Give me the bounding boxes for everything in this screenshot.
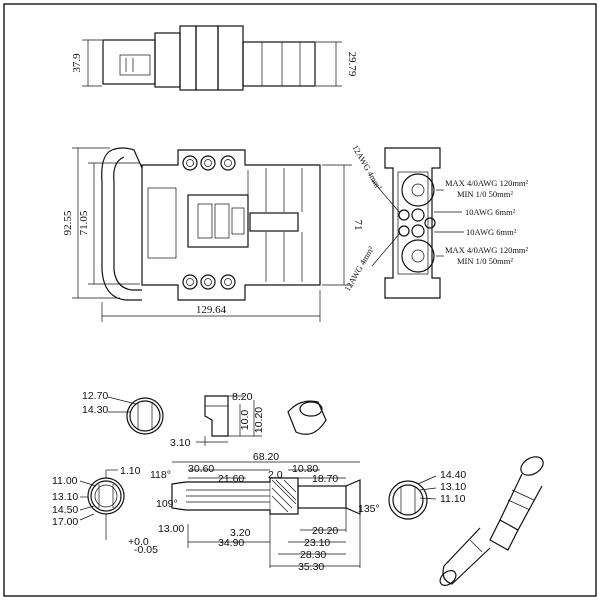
sleeve-detail [287,400,327,435]
dim-71-05: 71.05 [78,210,90,235]
housing-body [141,149,321,301]
dim-29-79: 29.79 [346,52,358,77]
callout-12awg-bottom: 12AWG 4mm² [342,244,376,293]
clip-profile [204,395,229,437]
dim-12-70: 12.70 [82,390,108,402]
dim-3-10: 3.10 [170,437,191,449]
dim-13-10: 13.10 [52,491,78,503]
main-terminal-bottom [401,239,435,273]
dim-135: 135° [358,503,380,515]
dim-11-10: 11.10 [440,493,466,505]
callout-max-bot-2: MIN 1/0 50mm² [457,256,513,266]
pin-section-view [171,461,361,568]
pin-face [87,477,125,515]
callout-12awg-top: 12AWG 4mm² [350,143,384,192]
pin-housing [102,39,156,85]
dim-71: 71 [352,220,364,231]
cable-barrel [242,41,316,87]
handle-grip [101,149,142,301]
dim-20-20: 20.20 [312,525,338,537]
dim-1-10: 1.10 [120,465,141,477]
dim-21-60: 21.60 [218,473,244,485]
dim-35-30: 35.30 [298,561,324,573]
dim-13-10-end: 13.10 [440,481,466,493]
dim-13-00: 13.00 [158,523,184,535]
dim-92-55: 92.55 [62,210,74,235]
pin-front-view [79,469,125,540]
tol-plus: +0.0 [128,536,149,548]
callout-max-bot-1: MAX 4/0AWG 120mm² [445,245,529,255]
dim-28-30: 28.30 [300,549,326,561]
connector-end-view [371,147,464,299]
ring-detail [107,396,164,435]
tol-minus: -0.05 [134,544,158,556]
dim-14-30: 14.30 [82,404,108,416]
dim-11-00: 11.00 [52,475,78,487]
callout-max-top-1: MAX 4/0AWG 120mm² [445,178,529,188]
dim-3-20: 3.20 [230,527,251,539]
dim-34-90: 34.90 [218,537,244,549]
sheet-border [3,3,597,597]
clip-detail [196,395,262,446]
dim-8-20: 8.20 [232,391,253,403]
dim-23-10: 23.10 [304,537,330,549]
dim-17-00: 17.00 [52,516,78,528]
dim-37-9: 37.9 [71,53,83,73]
dim-10-20: 10.20 [253,407,265,433]
callout-max-top-2: MIN 1/0 50mm² [457,189,513,199]
top-side-view [82,25,342,91]
dim-30-60: 30.60 [188,463,214,475]
dim-14-40: 14.40 [440,469,466,481]
barrel-end-view [388,475,437,520]
connector-top-view [72,147,352,322]
callout-10awg-b: 10AWG 6mm² [466,227,517,237]
sleeve-body [287,400,327,435]
main-terminal-top [401,173,435,207]
dim-129-64: 129.64 [196,304,227,316]
dim-2-0: 2.0 [268,469,283,481]
pin-barrel [297,485,347,509]
callout-10awg-a: 10AWG 6mm² [465,207,516,217]
barrel-face [388,480,428,520]
pin-isometric-view [439,456,544,586]
dim-18-70: 18.70 [312,473,338,485]
dim-109: 109° [156,498,178,510]
dim-10-80: 10.80 [292,463,318,475]
end-face [384,147,441,299]
dim-118: 118° [150,469,171,481]
dim-68-20: 68.20 [253,451,279,463]
latch-body [154,32,181,88]
ring-outer [126,397,164,435]
dim-10-0: 10.0 [239,410,251,431]
dim-14-50: 14.50 [52,504,78,516]
